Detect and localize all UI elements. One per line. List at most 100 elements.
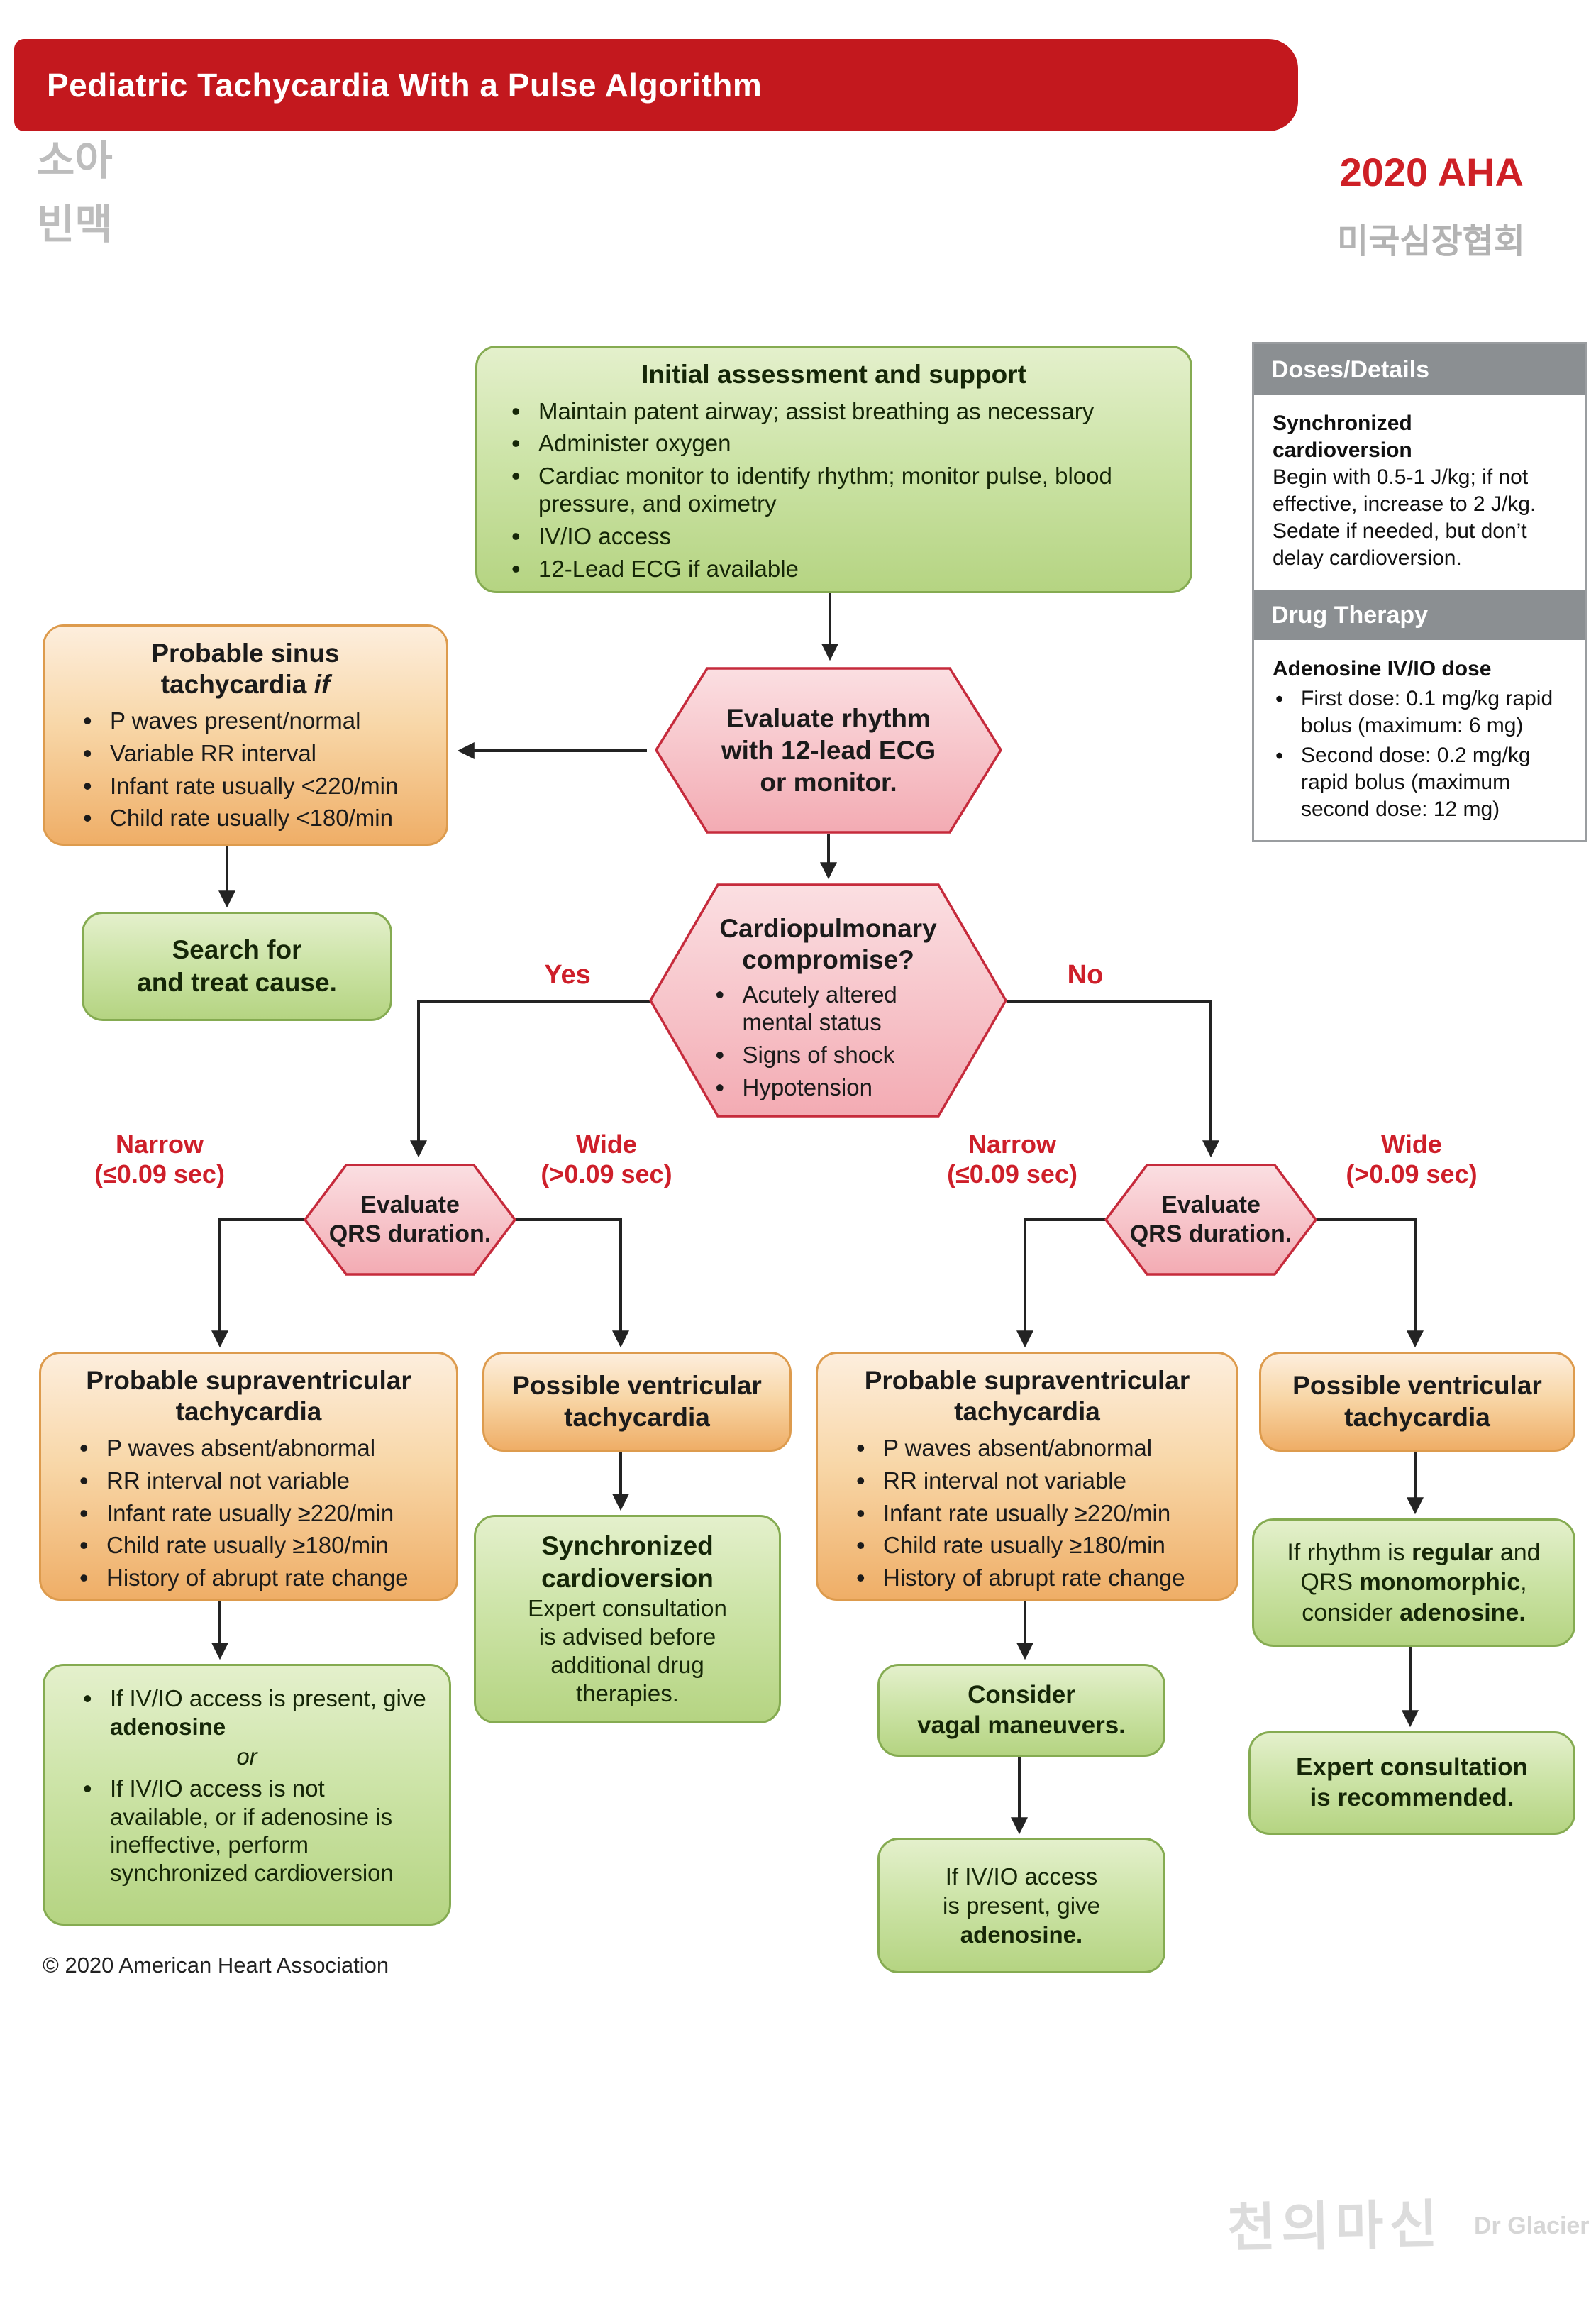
wide-sub: (>0.09 sec) (541, 1159, 672, 1189)
bullet-item: Child rate usually ≥180/min (852, 1530, 1222, 1560)
sync-title-line2: cardioversion (541, 1563, 714, 1593)
vagal-maneuvers-box: Consider vagal maneuvers. (877, 1664, 1165, 1757)
narrow-sub: (≤0.09 sec) (947, 1159, 1077, 1189)
ivio-left-list: If IV/IO access is present, give adenosi… (45, 1683, 449, 1740)
drug-therapy-header: Drug Therapy (1254, 589, 1585, 640)
sync-body-line4: therapies. (576, 1680, 679, 1707)
bullet-item: Maintain patent airway; assist breathing… (507, 396, 1176, 426)
evaluate-qrs-hexagon-right: Evaluate QRS duration. (1104, 1164, 1317, 1276)
bullet-item: RR interval not variable (852, 1465, 1222, 1496)
bullet-item: History of abrupt rate change (75, 1562, 442, 1593)
narrow-label-left: Narrow (≤0.09 sec) (43, 1130, 277, 1190)
sinus-list: P waves present/normal Variable RR inter… (45, 705, 446, 833)
regular-l1b: regular (1412, 1538, 1494, 1566)
regular-l2c: , (1520, 1569, 1527, 1596)
svt-title: Probable supraventricular tachycardia (41, 1354, 456, 1427)
expert-line2: is recommended. (1309, 1784, 1514, 1811)
bullet-item: Infant rate usually <220/min (79, 771, 432, 801)
sync-body-line1: Expert consultation (528, 1594, 727, 1621)
copyright-text: © 2020 American Heart Association (43, 1953, 389, 1977)
regular-l3b: adenosine. (1400, 1599, 1526, 1626)
svt-title-line1: Probable supraventricular (864, 1366, 1190, 1395)
year-org-label: 2020 AHA (1339, 150, 1524, 194)
wide-label-right: Wide (>0.09 sec) (1295, 1130, 1529, 1190)
possible-vt-box-right: Possible ventricular tachycardia (1259, 1352, 1575, 1452)
bullet-item: First dose: 0.1 mg/kg rapid bolus (maxim… (1273, 685, 1567, 739)
bullet-item: Child rate usually <180/min (79, 802, 432, 833)
sync-body-line2: is advised before (538, 1623, 716, 1650)
rhythm-line3: or monitor. (760, 768, 897, 798)
probable-svt-box-left: Probable supraventricular tachycardia P … (39, 1352, 458, 1601)
bullet-item: Infant rate usually ≥220/min (852, 1498, 1222, 1528)
vagal-line2: vagal maneuvers. (917, 1711, 1126, 1739)
vt-line2: tachycardia (1344, 1402, 1490, 1432)
regular-monomorphic-box: If rhythm is regular and QRS monomorphic… (1252, 1518, 1575, 1647)
bullet-item: Cardiac monitor to identify rhythm; moni… (507, 460, 1176, 518)
bullet-item: Signs of shock (711, 1039, 946, 1070)
svt-title-line2: tachycardia (175, 1396, 322, 1426)
regular-l1a: If rhythm is (1287, 1538, 1412, 1566)
svt-title: Probable supraventricular tachycardia (818, 1354, 1236, 1427)
bullet-item: Infant rate usually ≥220/min (75, 1498, 442, 1528)
drug-therapy-info: Adenosine IV/IO dose First dose: 0.1 mg/… (1254, 640, 1585, 841)
regular-l1c: and (1493, 1538, 1541, 1566)
ivio-left-b1-text: If IV/IO access is present, give (110, 1685, 426, 1711)
or-label: or (236, 1743, 257, 1770)
svt-list: P waves absent/abnormal RR interval not … (818, 1433, 1236, 1592)
ivio-right-line1: If IV/IO access (945, 1863, 1098, 1890)
narrow-label-right: Narrow (≤0.09 sec) (895, 1130, 1129, 1190)
rhythm-line1: Evaluate rhythm (726, 703, 931, 733)
cardio-title-line1: Cardiopulmonary (719, 914, 937, 943)
qrs-hexagon-left-shape (304, 1164, 516, 1276)
cardio-list: Acutely altered mental status Signs of s… (711, 979, 946, 1103)
qrs-hexagon-right-shape (1104, 1164, 1317, 1276)
wide-word: Wide (576, 1130, 637, 1159)
wide-word: Wide (1381, 1130, 1442, 1159)
bullet-item: Acutely altered mental status (711, 979, 946, 1037)
synchronized-cardioversion-box: Synchronized cardioversion Expert consul… (474, 1515, 781, 1723)
cardio-compromise-hexagon: Cardiopulmonary compromise? Acutely alte… (649, 883, 1007, 1118)
bullet-item: Hypotension (711, 1072, 946, 1103)
ivio-right-line3: adenosine. (960, 1921, 1083, 1948)
qrs-line2: QRS duration. (328, 1220, 492, 1247)
regular-l2a: QRS (1300, 1569, 1360, 1596)
sinus-title-line2: tachycardia (160, 669, 314, 699)
bullet-item: RR interval not variable (75, 1465, 442, 1496)
sync-body-line3: additional drug (550, 1652, 704, 1679)
org-korean-label: 미국심장협회 (1337, 223, 1525, 260)
narrow-word: Narrow (115, 1130, 204, 1159)
probable-svt-box-right: Probable supraventricular tachycardia P … (816, 1352, 1238, 1601)
regular-l3a: consider (1302, 1599, 1400, 1626)
adenosine-dose-list: First dose: 0.1 mg/kg rapid bolus (maxim… (1273, 685, 1567, 823)
bullet-item: P waves absent/abnormal (75, 1433, 442, 1463)
vt-line2: tachycardia (564, 1402, 710, 1432)
regular-l2b: monomorphic (1359, 1569, 1521, 1596)
regular-line3: consider adenosine. (1302, 1598, 1526, 1628)
bullet-item: Administer oxygen (507, 428, 1176, 458)
bullet-item: P waves absent/abnormal (852, 1433, 1222, 1463)
ivio-left-b1-bold: adenosine (110, 1713, 226, 1740)
search-treat-cause-box: Search for and treat cause. (82, 912, 392, 1021)
probable-sinus-tachycardia-box: Probable sinus tachycardia if P waves pr… (43, 624, 448, 846)
wide-sub: (>0.09 sec) (1346, 1159, 1478, 1189)
qrs-line2: QRS duration. (1129, 1220, 1292, 1247)
qrs-line1: Evaluate (360, 1191, 460, 1218)
korean-label-line1: 소아 (37, 138, 113, 184)
sync-cardioversion-body: Begin with 0.5-1 J/kg; if not effective,… (1273, 465, 1536, 570)
evaluate-rhythm-hexagon-shape (655, 667, 1002, 834)
cardio-title-line2: compromise? (742, 945, 914, 975)
search-line1: Search for (172, 934, 302, 964)
narrow-sub: (≤0.09 sec) (94, 1159, 225, 1189)
bullet-item: If IV/IO access is present, give adenosi… (79, 1683, 435, 1740)
svt-title-line2: tachycardia (954, 1396, 1100, 1426)
vt-line1: Possible ventricular (1292, 1371, 1542, 1401)
bullet-item: Variable RR interval (79, 738, 432, 768)
initial-assessment-title: Initial assessment and support (641, 360, 1026, 389)
adenosine-dose-title: Adenosine IV/IO dose (1273, 656, 1492, 680)
initial-assessment-box: Initial assessment and support Maintain … (475, 346, 1192, 593)
bullet-item: IV/IO access (507, 521, 1176, 551)
svt-list: P waves absent/abnormal RR interval not … (41, 1433, 456, 1593)
no-label: No (1067, 960, 1104, 990)
vagal-line1: Consider (968, 1680, 1075, 1709)
